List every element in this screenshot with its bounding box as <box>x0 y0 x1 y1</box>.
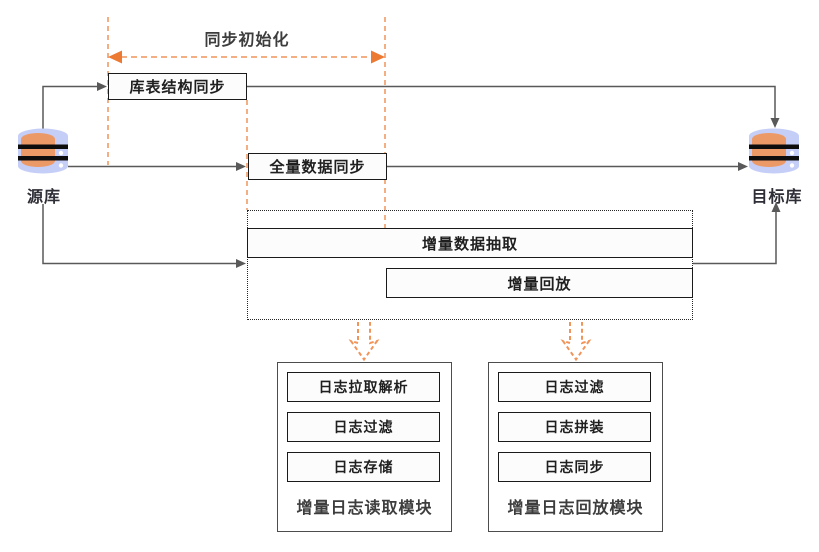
source-database-icon <box>18 128 68 174</box>
module-incremental-log-replayer: 日志过滤 日志拼装 日志同步 增量日志回放模块 <box>488 362 663 532</box>
module-item-log-assemble: 日志拼装 <box>498 412 651 442</box>
gray-arrowheads <box>97 82 781 268</box>
gray-connectors <box>42 85 777 265</box>
module-item-log-pull-parse: 日志拉取解析 <box>287 372 440 402</box>
incremental-stage-container <box>247 210 693 320</box>
node-full-data-sync: 全量数据同步 <box>248 153 387 180</box>
target-database-label: 目标库 <box>751 189 803 206</box>
module-title: 增量日志读取模块 <box>296 500 433 517</box>
node-incremental-replay: 增量回放 <box>386 268 693 298</box>
init-phase-range-arrow <box>108 50 385 64</box>
module-item-log-filter: 日志过滤 <box>498 372 651 402</box>
module-title: 增量日志回放模块 <box>507 500 644 517</box>
module-incremental-log-reader: 日志拉取解析 日志过滤 日志存储 增量日志读取模块 <box>277 362 452 532</box>
module-item-log-sync: 日志同步 <box>498 452 651 482</box>
node-incremental-extract: 增量数据抽取 <box>247 228 693 258</box>
incremental-extract-flow-arrow <box>348 322 380 362</box>
module-item-log-filter: 日志过滤 <box>287 412 440 442</box>
node-schema-sync: 库表结构同步 <box>108 73 247 100</box>
incremental-replay-flow-arrow <box>560 322 592 362</box>
source-database-label: 源库 <box>26 189 61 206</box>
target-database-icon <box>749 128 799 174</box>
init-phase-label: 同步初始化 <box>204 32 290 49</box>
module-item-log-store: 日志存储 <box>287 452 440 482</box>
